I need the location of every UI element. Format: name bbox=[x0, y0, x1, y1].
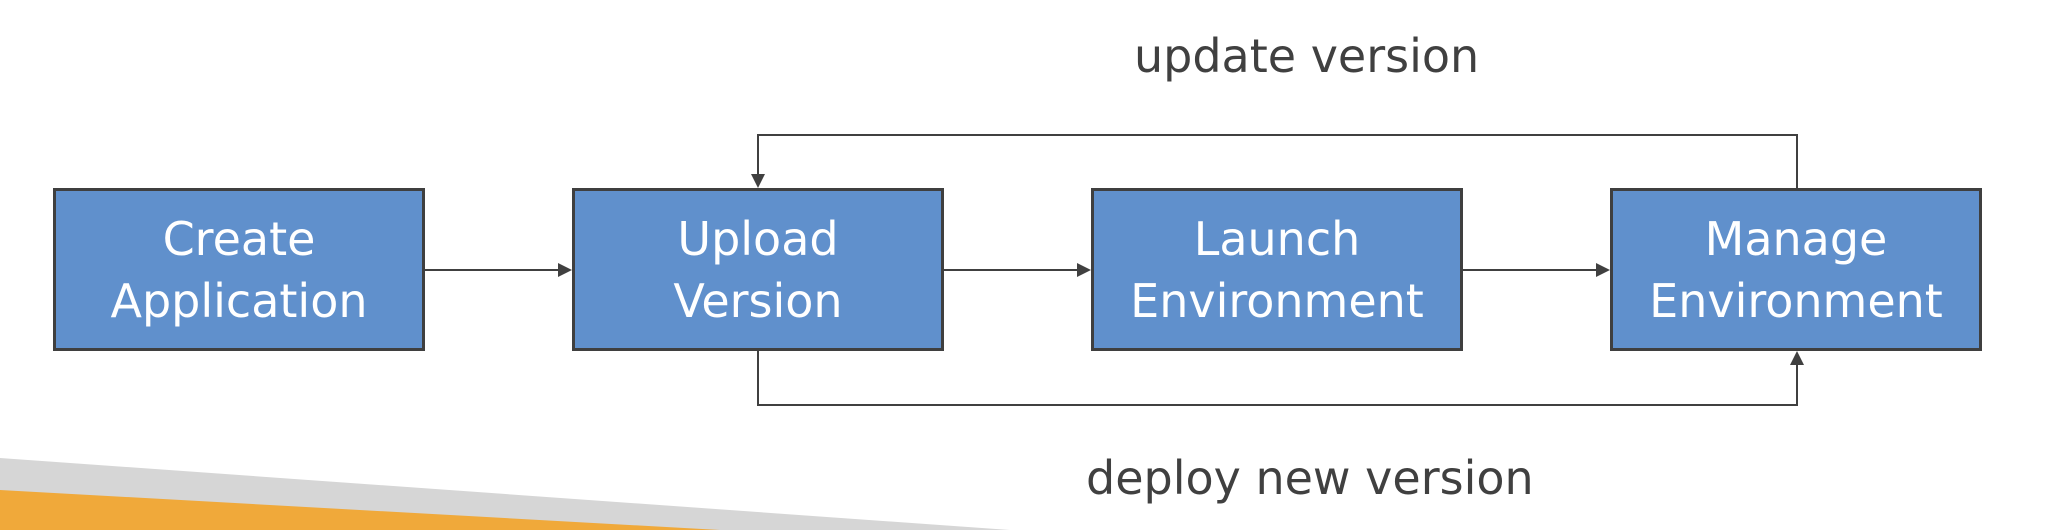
step-upload-version: Upload Version bbox=[572, 188, 944, 351]
loop-update-version bbox=[751, 134, 1798, 188]
deploy-new-version-label: deploy new version bbox=[1086, 451, 1534, 505]
step-launch-environment: Launch Environment bbox=[1091, 188, 1463, 351]
step-label-line1: Upload bbox=[677, 211, 839, 266]
step-label-line2: Environment bbox=[1649, 273, 1943, 328]
step-label-line1: Launch bbox=[1193, 211, 1361, 266]
loop-deploy-new-version bbox=[757, 351, 1804, 406]
step-label-line1: Create bbox=[162, 211, 316, 266]
step-label-line2: Environment bbox=[1130, 273, 1424, 328]
step-label-line1: Manage bbox=[1704, 211, 1888, 266]
update-version-label: update version bbox=[1134, 29, 1480, 83]
orange-stripe bbox=[0, 490, 720, 530]
step-label-line2: Application bbox=[110, 273, 368, 328]
step-manage-environment: Manage Environment bbox=[1610, 188, 1982, 351]
step-create-application: Create Application bbox=[53, 188, 425, 351]
step-label-line2: Version bbox=[673, 273, 843, 328]
